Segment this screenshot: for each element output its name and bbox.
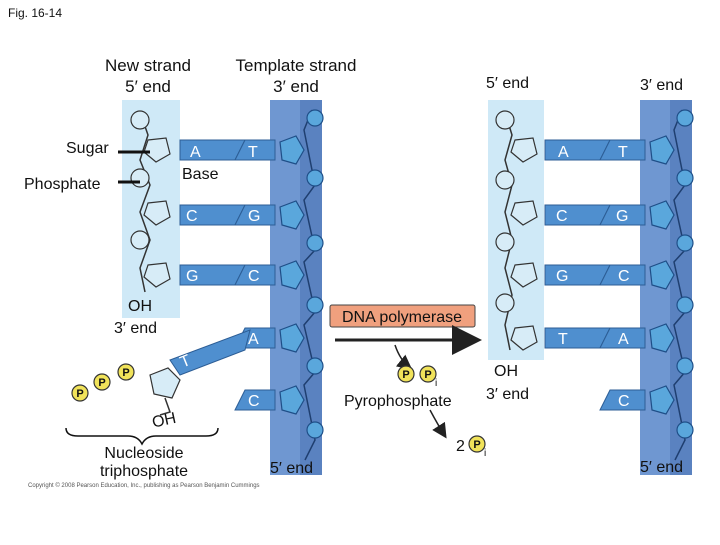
phosphate-label: Phosphate — [24, 176, 101, 193]
left-new-strand-backbone — [139, 111, 151, 293]
right-new-bases — [544, 139, 611, 349]
right-oh-label: OH — [494, 363, 518, 380]
nucleoside-triphosphate-label: Nucleoside triphosphate — [99, 445, 189, 480]
right-new-strand-band — [488, 100, 544, 360]
right-new-base-3: G — [556, 268, 568, 285]
left-template-base-3: C — [248, 268, 260, 285]
phosphate-2-letter: P — [98, 377, 105, 389]
right-template-base-4: A — [618, 331, 629, 348]
right-top-three-prime-end: 3′ end — [640, 77, 684, 94]
incoming-oh-label: OH — [151, 410, 178, 432]
new-strand-title: New strand — [105, 56, 191, 75]
phosphate-1-letter: P — [76, 388, 83, 400]
right-template-bases — [599, 139, 646, 411]
right-template-phosphates — [676, 109, 694, 439]
dna-polymerase-box — [329, 304, 476, 328]
right-template-base-1: T — [618, 144, 628, 161]
left-new-base-3: G — [186, 268, 198, 285]
incoming-sugar — [149, 367, 181, 416]
phosphate-3 — [117, 363, 135, 381]
right-bottom-three-prime-end: 3′ end — [486, 386, 530, 403]
right-new-strand-phosphates — [495, 110, 515, 313]
right-new-base-1: A — [558, 144, 569, 161]
left-new-bases — [179, 139, 246, 286]
pyrophosphate-arrow — [394, 344, 413, 370]
left-five-prime-end-bottom: 5′ end — [270, 460, 314, 477]
left-three-prime-end: 3′ end — [114, 320, 158, 337]
nucleoside-brace — [65, 427, 219, 446]
left-template-base-2: G — [248, 208, 260, 225]
right-top-five-prime-end: 5′ end — [486, 75, 530, 92]
sugar-label: Sugar — [66, 140, 109, 157]
pyrophosphate-pi-subscript: i — [435, 378, 437, 389]
triphosphate-letters: P P P P P P — [76, 367, 480, 451]
left-template-phosphates — [306, 109, 324, 439]
left-oh-label: OH — [128, 298, 152, 315]
pyrophosphate-pi-letter: P — [424, 369, 431, 381]
pyrophosphate-p-letter: P — [402, 369, 409, 381]
base-label: Base — [182, 166, 219, 183]
two-pi-subscript: i — [484, 448, 486, 459]
template-strand-end: 3′ end — [273, 77, 319, 96]
left-template-strand-shade — [300, 100, 322, 475]
right-template-base-2: G — [616, 208, 628, 225]
incoming-t-base-shape — [169, 329, 251, 376]
left-new-strand-sugars — [143, 137, 171, 288]
right-template-sugars — [649, 135, 675, 415]
template-strand-title: Template strand — [235, 56, 357, 75]
left-template-base-1: T — [248, 144, 258, 161]
hydrolysis-arrow — [429, 409, 447, 439]
triphosphate-chain — [71, 363, 135, 402]
pyrophosphate-circles — [397, 365, 437, 383]
right-template-base-3: C — [618, 268, 630, 285]
template-strand-header: Template strand 3′ end — [222, 55, 370, 97]
left-template-base-4: A — [248, 331, 259, 348]
pyrophosphate-label: Pyrophosphate — [344, 393, 452, 410]
two-pi-circle — [468, 435, 486, 453]
new-strand-header: New strand 5′ end — [98, 55, 198, 97]
pi-subscripts: i i — [435, 378, 486, 459]
figure-label: Fig. 16-14 — [8, 6, 63, 20]
copyright-notice: Copyright © 2008 Pearson Education, Inc.… — [28, 483, 260, 489]
right-bottom-five-prime-end: 5′ end — [640, 459, 684, 476]
phosphate-3-letter: P — [122, 367, 129, 379]
phosphate-2 — [93, 373, 111, 391]
left-template-sugars — [279, 135, 305, 415]
right-base-letters: A T C G G C T A C — [556, 144, 630, 410]
right-new-base-2: C — [556, 208, 568, 225]
right-new-strand-sugars — [510, 137, 538, 351]
two-pi-letter: P — [473, 439, 480, 451]
right-template-base-5: C — [618, 393, 630, 410]
dna-polymerase-label: DNA polymerase — [342, 309, 462, 326]
left-new-base-2: C — [186, 208, 198, 225]
two-pi-coefficient: 2 — [456, 438, 465, 455]
right-new-base-4: T — [558, 331, 568, 348]
left-new-base-1: A — [190, 144, 201, 161]
new-strand-end: 5′ end — [125, 77, 171, 96]
right-template-strand-shade — [670, 100, 692, 475]
left-template-base-5: C — [248, 393, 260, 410]
phosphate-1 — [71, 384, 89, 402]
